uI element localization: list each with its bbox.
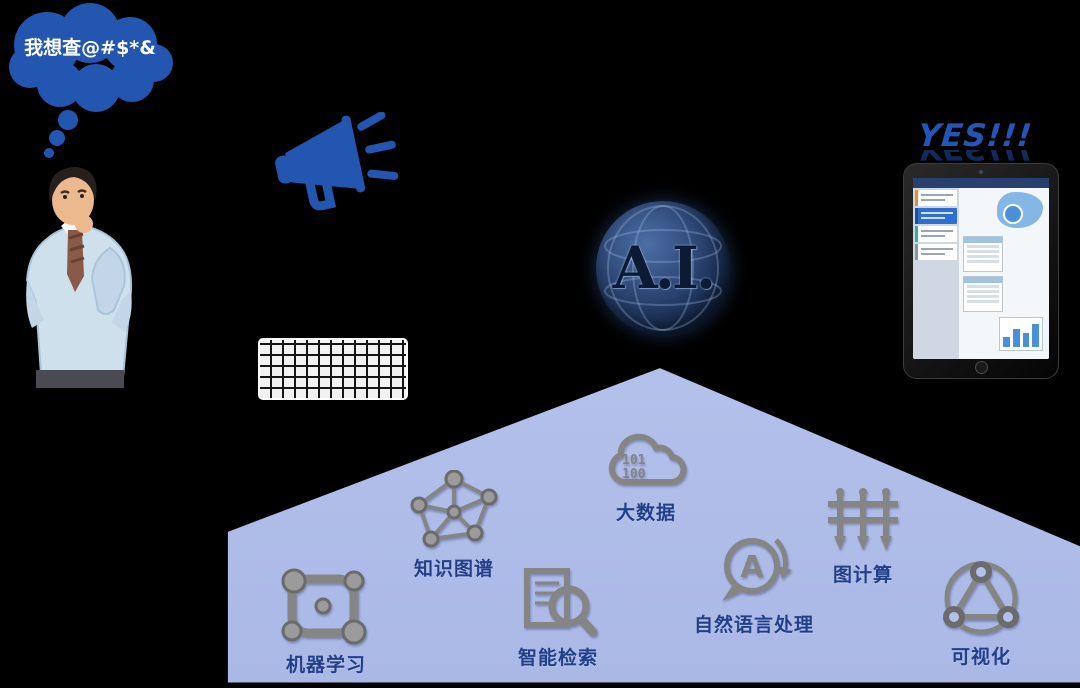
tablet-table-panel [963,276,1003,312]
keyboard-icon [258,338,408,400]
knowledge-graph-icon [410,470,498,548]
capability-label: 自然语言处理 [694,614,815,636]
tablet-table-panel [963,236,1003,272]
thought-cloud-icon: 我想查@#$*& [9,3,173,158]
ai-globe: A.I. [596,201,730,335]
tablet-screen [913,178,1049,359]
capability-label: 图计算 [832,564,893,586]
capability-knowledge-graph: 知识图谱 [408,470,500,581]
binary-line-2: 100 [622,467,646,482]
capability-machine-learning: 机器学习 [276,566,376,677]
capability-nlp: A 自然语言处理 [694,528,814,637]
tablet-app-sidebar [913,188,959,359]
thought-bubble-text: 我想查@#$*& [24,36,156,59]
megaphone-icon [260,111,405,212]
tablet-menu-item [915,226,957,242]
tablet-home-button [975,361,988,374]
ai-label: A.I. [612,234,717,302]
capability-visualization: 可视化 [938,558,1024,669]
capability-big-data: 101 100 大数据 [598,424,694,525]
tablet-camera [979,170,983,174]
graph-computing-icon [828,488,898,550]
tablet-device [903,163,1059,379]
tablet-menu-item [915,208,957,224]
tablet-map-badge [1003,204,1023,224]
capability-smart-search: 智能检索 [515,563,601,670]
globe-meridians-icon [604,205,722,331]
yes-text: YES!!! [916,118,1035,154]
nlp-letter: A [740,550,764,585]
thought-bubble: 我想查@#$*& [2,0,192,170]
capability-label: 大数据 [615,502,676,524]
nlp-icon: A [722,538,792,601]
capability-label: 知识图谱 [413,558,494,580]
tablet-menu-item [915,244,957,260]
tablet-bar-chart [999,317,1043,351]
machine-learning-icon [281,568,367,645]
capability-label: 可视化 [950,646,1011,668]
binary-line-1: 101 [622,453,646,468]
big-data-icon: 101 100 [608,433,687,486]
tablet-app-main [959,188,1049,359]
tablet-menu-item [915,190,957,206]
tablet-app-header [913,178,1049,188]
capability-graph-computing: 图计算 [820,484,906,587]
capability-label: 机器学习 [285,654,366,676]
smart-search-icon [524,568,598,637]
thinking-man-photo [14,160,146,389]
capability-label: 智能检索 [517,647,598,669]
visualization-icon [943,561,1019,635]
